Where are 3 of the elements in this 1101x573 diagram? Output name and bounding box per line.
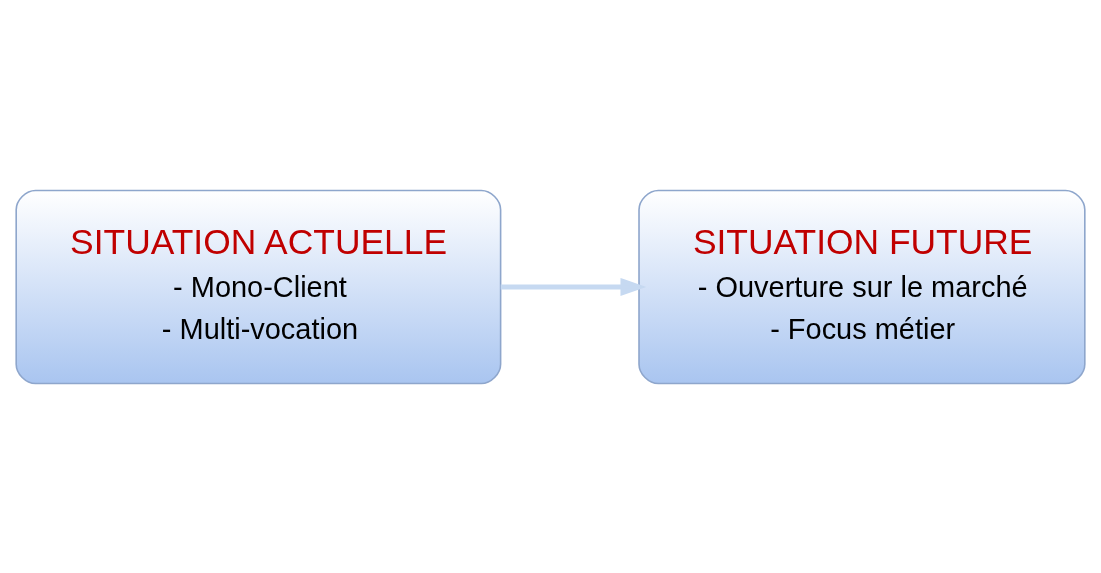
node-box: SITUATION FUTURE - Ouverture sur le marché - Focus métier — [638, 189, 1086, 384]
arrow — [500, 277, 647, 296]
node-box: SITUATION ACTUELLE - Mono-Client - Multi-vocation — [15, 189, 502, 384]
